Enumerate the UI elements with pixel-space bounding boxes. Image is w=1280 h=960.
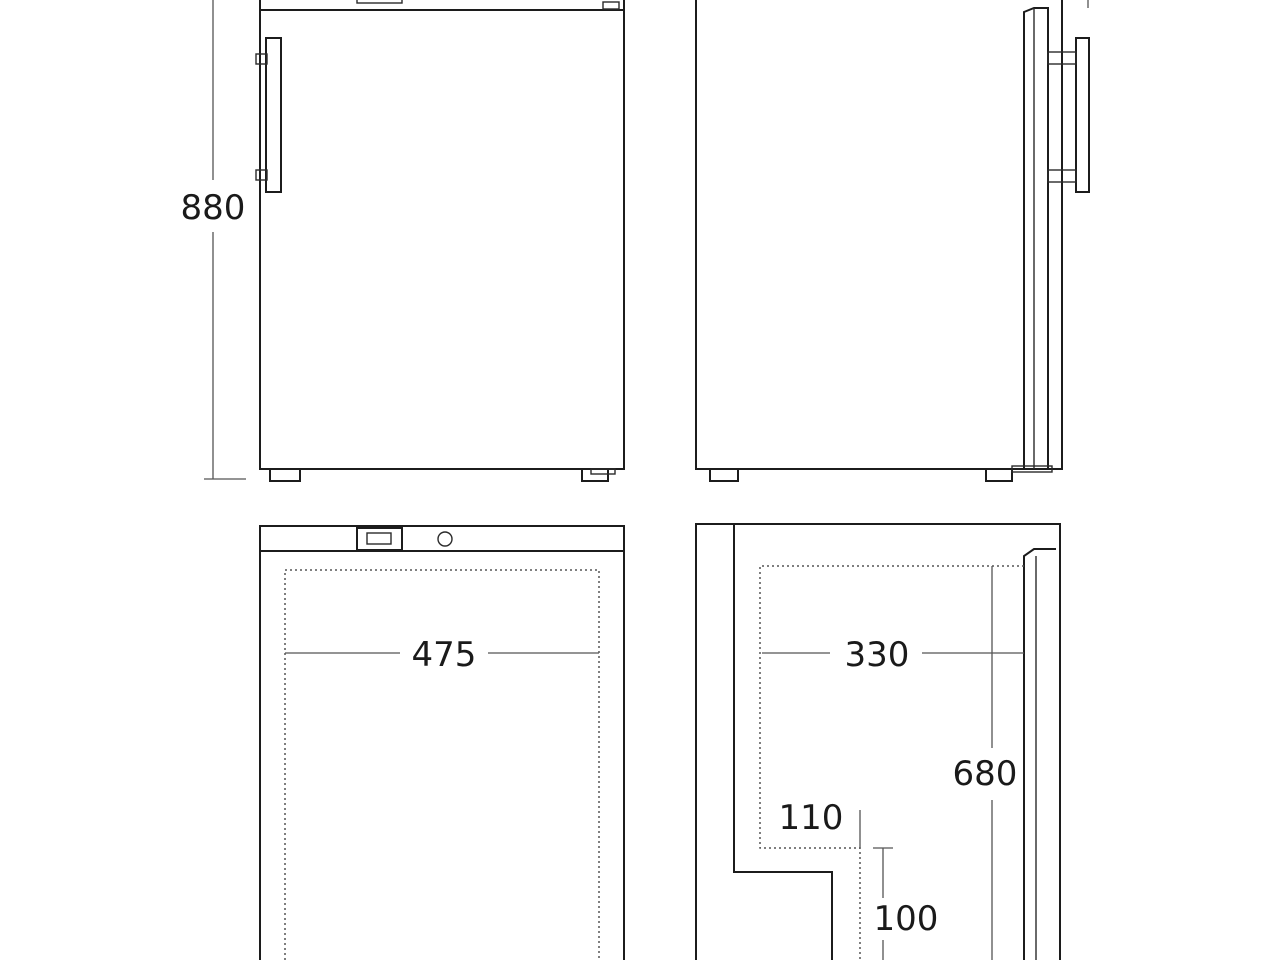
height-label: 880 (181, 188, 246, 228)
display-panel (356, 527, 403, 551)
step-height-label: 100 (874, 899, 939, 939)
interior-width-label: 475 (412, 635, 477, 675)
foot (581, 468, 609, 482)
interior-depth-label: 330 (845, 635, 910, 675)
height-dimension (204, 0, 246, 480)
step-height-dimension (873, 847, 893, 960)
step-depth-label: 110 (779, 798, 844, 838)
foot (709, 468, 739, 482)
knob-icon (437, 531, 453, 547)
side-view (695, 0, 1090, 482)
foot (985, 468, 1013, 482)
interior-height-label: 680 (953, 754, 1018, 794)
foot (269, 468, 301, 482)
door-handle (255, 37, 282, 193)
side-section-view (695, 523, 1061, 960)
door-handle-side (1047, 37, 1090, 193)
front-view (204, 0, 625, 482)
front-section-view (259, 525, 625, 960)
